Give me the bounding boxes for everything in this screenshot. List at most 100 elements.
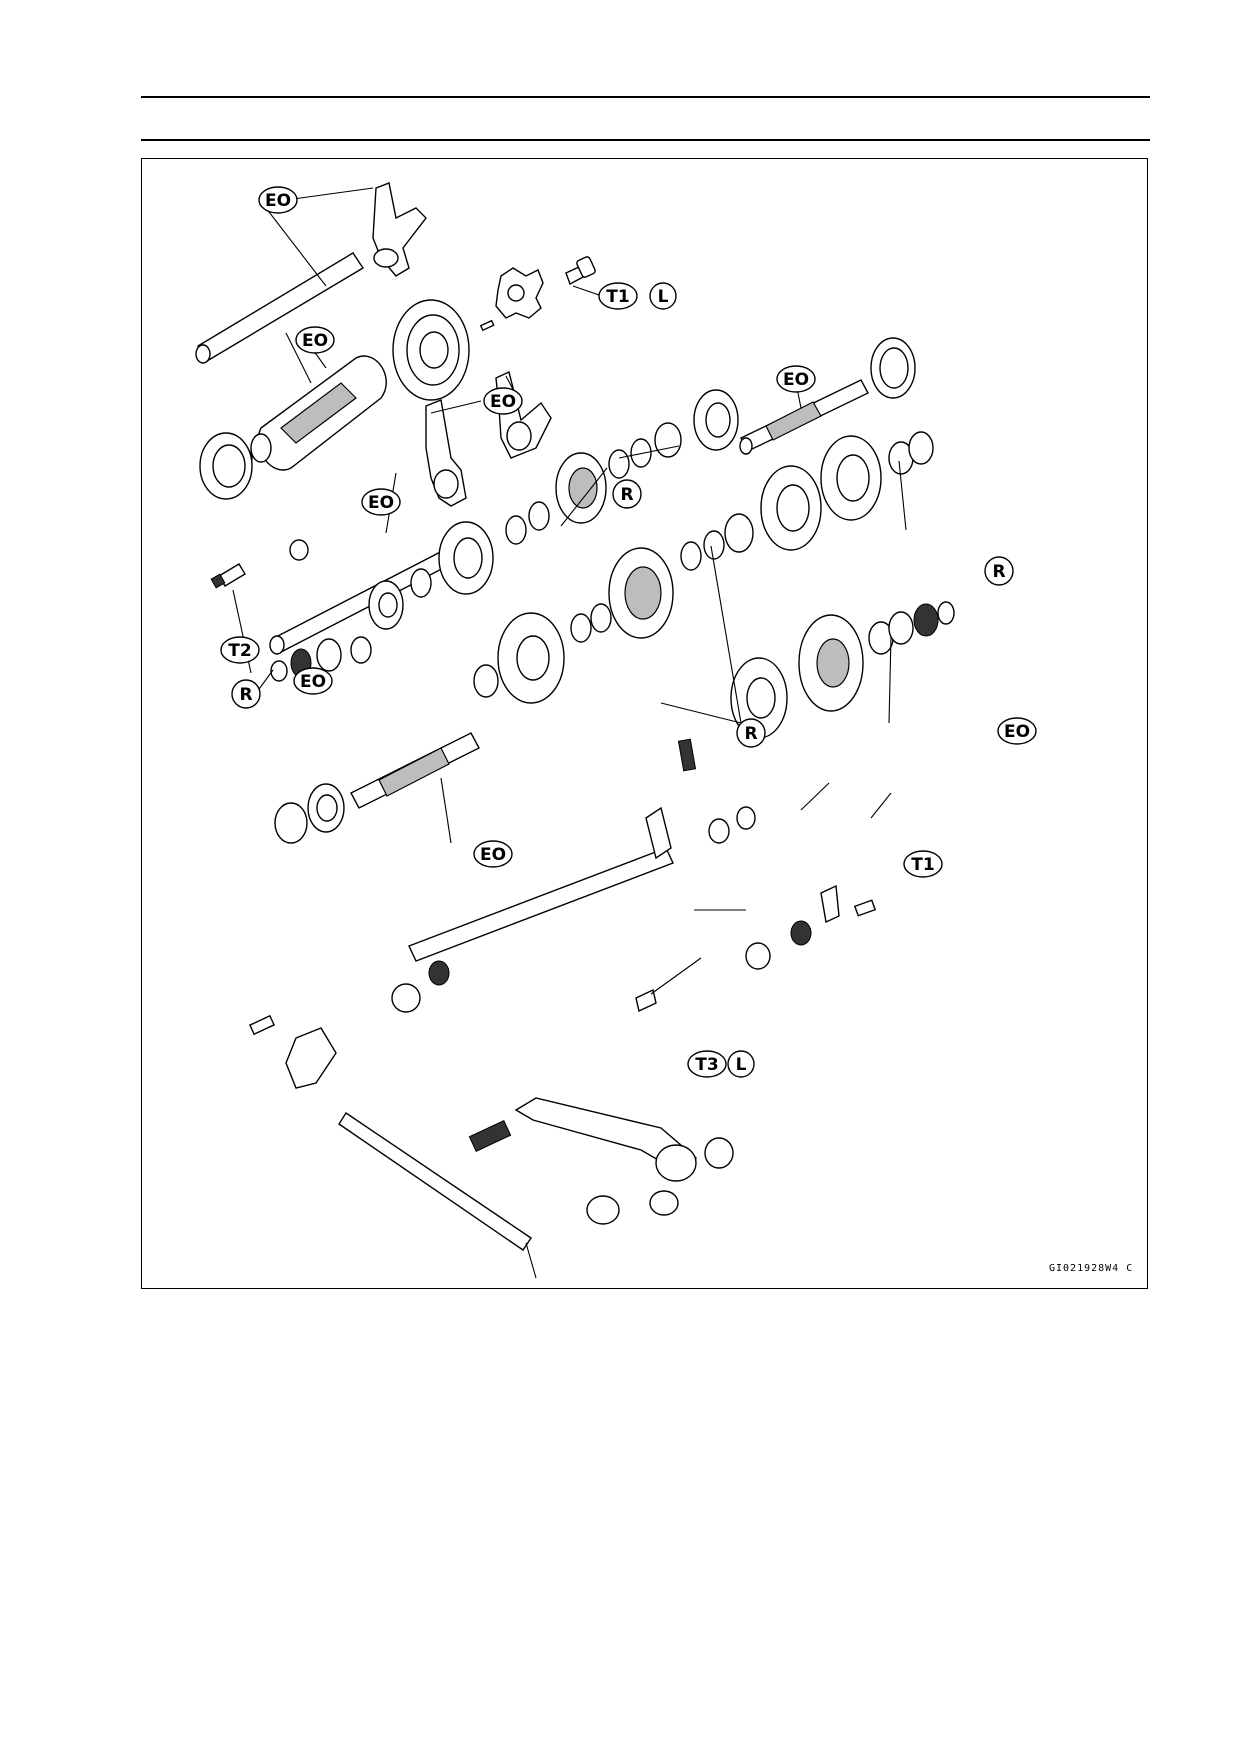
circlip-middle xyxy=(590,603,612,633)
diagram-frame xyxy=(141,158,1148,1289)
callout-t3: T3 xyxy=(687,1050,727,1078)
callout-l-1: L xyxy=(649,282,677,310)
washer-middle xyxy=(570,613,592,643)
callout-t2: T2 xyxy=(220,636,260,664)
stopper-bolt xyxy=(853,899,877,917)
pedal-washer xyxy=(586,1195,620,1225)
needle-bearing-right xyxy=(913,603,939,637)
svg-text:R: R xyxy=(620,485,633,505)
ring-upper-4 xyxy=(505,515,527,545)
svg-text:EO: EO xyxy=(480,845,506,865)
svg-text:T1: T1 xyxy=(911,855,934,875)
callout-eo-1: EO xyxy=(258,186,298,214)
shift-drum-cam xyxy=(495,267,544,319)
shift-fork-upper xyxy=(372,182,427,277)
svg-text:R: R xyxy=(992,562,1005,582)
oil-seal-shaft xyxy=(391,983,421,1013)
ring-upper-5 xyxy=(410,568,432,598)
bearing-drum-left xyxy=(199,432,253,500)
washer-lower-right xyxy=(888,611,914,645)
shift-collar xyxy=(745,942,771,970)
tie-rod xyxy=(338,1112,532,1251)
shift-spring-small xyxy=(677,738,697,772)
cam-bolt xyxy=(565,256,596,285)
callout-eo-3: EO xyxy=(776,365,816,393)
svg-text:EO: EO xyxy=(1004,722,1030,742)
svg-text:L: L xyxy=(736,1055,747,1075)
gear-middle-big xyxy=(608,547,674,639)
callout-r-1: R xyxy=(612,479,642,509)
bushing-right-1 xyxy=(724,513,754,553)
callout-eo-2: EO xyxy=(295,326,335,354)
header-rule-top xyxy=(141,96,1150,98)
gear-right-1 xyxy=(820,435,882,521)
shift-fork-right xyxy=(495,371,552,459)
svg-text:EO: EO xyxy=(265,191,291,211)
callout-eo-6: EO xyxy=(293,667,333,695)
svg-text:R: R xyxy=(239,685,252,705)
shift-shaft-circlip xyxy=(736,806,756,830)
bushing-middle xyxy=(473,664,499,698)
transmission-exploded-diagram: EO T1 L EO EO EO EO R R T2 R EO xyxy=(195,182,1133,1279)
output-shaft xyxy=(739,379,869,455)
pedal-spring xyxy=(468,1120,512,1152)
return-spring-pin xyxy=(635,988,657,1013)
svg-text:EO: EO xyxy=(302,331,328,351)
shift-shaft xyxy=(408,806,674,962)
svg-text:EO: EO xyxy=(490,392,516,412)
washer-right-2 xyxy=(703,530,725,560)
callout-eo-8: EO xyxy=(473,840,513,868)
shift-pedal xyxy=(514,1097,698,1182)
washer-upper-1 xyxy=(630,438,652,468)
callout-t1-2: T1 xyxy=(903,850,943,878)
svg-text:T2: T2 xyxy=(228,641,251,661)
callout-r-4: R xyxy=(736,718,766,748)
output-shaft-bearing xyxy=(870,337,916,399)
gear-right-2 xyxy=(760,465,822,551)
pedal-rod-end xyxy=(649,1190,679,1216)
bushing-upper-1 xyxy=(654,422,682,458)
collar-left xyxy=(316,638,342,672)
svg-text:L: L xyxy=(658,287,669,307)
stopper-lever xyxy=(820,884,840,924)
callout-eo-7: EO xyxy=(997,717,1037,745)
figure-code: GI021928W4 C xyxy=(1049,1263,1133,1274)
circlip-lower-right xyxy=(937,601,955,625)
leader-lines xyxy=(232,187,907,1279)
callout-eo-4: EO xyxy=(483,387,523,415)
shift-fork-left xyxy=(425,399,467,507)
neutral-switch xyxy=(210,563,246,589)
svg-text:T3: T3 xyxy=(695,1055,718,1075)
shift-rod-upper xyxy=(195,252,364,364)
washer-upper-2 xyxy=(608,449,630,479)
callout-r-2: R xyxy=(984,556,1014,586)
svg-text:T1: T1 xyxy=(606,287,629,307)
shift-shaft-washer xyxy=(708,818,730,844)
callout-l-2: L xyxy=(727,1050,755,1078)
shift-shaft-spring xyxy=(428,960,450,986)
callout-r-3: R xyxy=(231,679,261,709)
input-shaft-bearing xyxy=(307,783,345,833)
header-rule-bottom xyxy=(141,139,1150,141)
bushing-left xyxy=(350,636,372,664)
switch-washer xyxy=(289,539,309,561)
gear-upper-3 xyxy=(438,521,494,595)
input-shaft-bushing xyxy=(274,802,308,844)
svg-text:EO: EO xyxy=(783,370,809,390)
svg-text:EO: EO xyxy=(368,493,394,513)
circlip-left xyxy=(270,660,288,682)
ring-upper-3 xyxy=(528,501,550,531)
circlip-right-2 xyxy=(680,541,702,571)
gear-lower-right-big xyxy=(798,614,864,712)
pedal-seal xyxy=(704,1137,734,1169)
input-shaft xyxy=(350,732,480,809)
svg-text:R: R xyxy=(744,724,757,744)
shift-lever xyxy=(285,1027,337,1089)
stopper-spring xyxy=(790,920,812,946)
shift-drum xyxy=(239,355,387,471)
callout-eo-5: EO xyxy=(361,488,401,516)
gear-upper-2 xyxy=(555,452,607,524)
shift-lever-bolt xyxy=(248,1014,276,1036)
gear-middle-2 xyxy=(497,612,565,704)
circlip-right-1 xyxy=(908,431,934,465)
